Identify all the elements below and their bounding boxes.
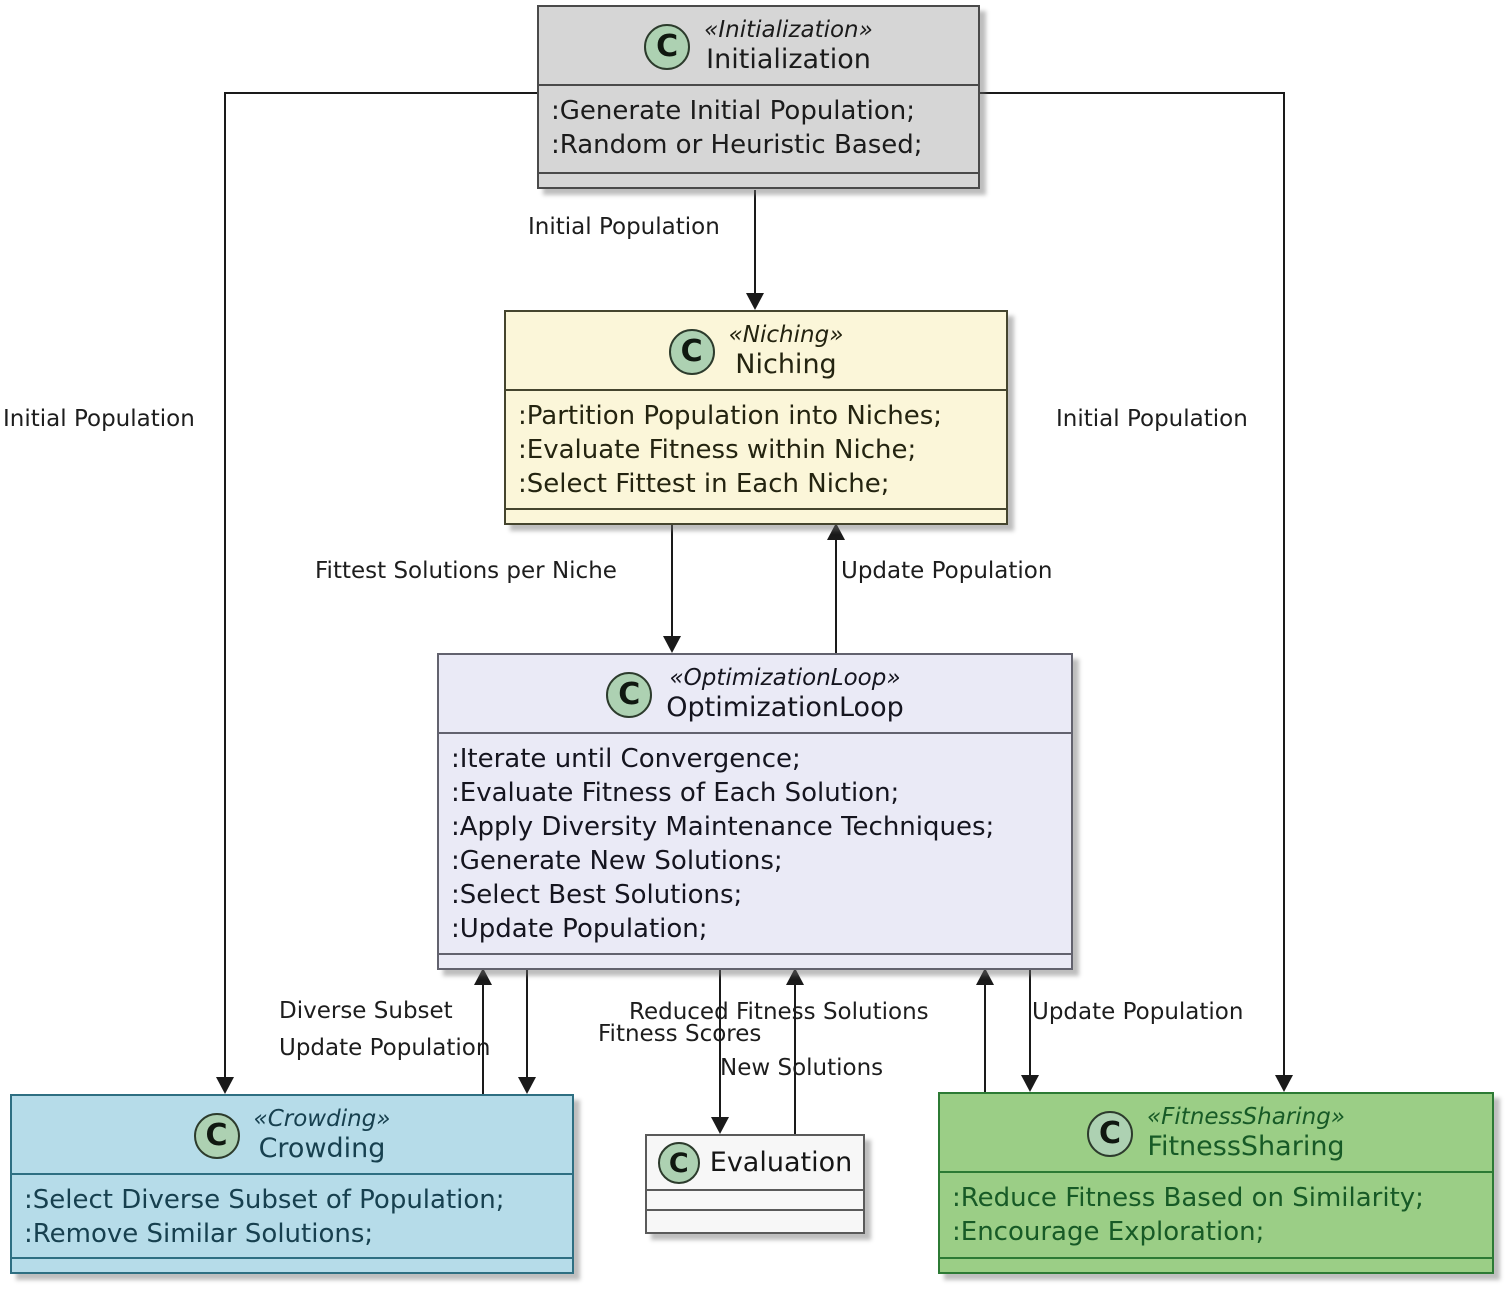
arrowhead-down-icon [663,636,681,653]
activity-line: :Generate Initial Population; [551,96,916,126]
edge-optimizationloop-to-fitnesssharing-line [1029,968,1031,1076]
compartment-divider [647,1209,863,1225]
class-niching: C «Niching» Niching :Partition Populatio… [504,310,1008,525]
stereotype-label: «Initialization» [704,17,873,43]
edge-label-diverse-subset: Diverse Subset [279,998,453,1024]
edge-optimizationloop-to-crowding-line [526,968,528,1078]
activity-line: :Update Population; [451,914,708,944]
class-name: Evaluation [709,1147,853,1178]
activity-line: :Evaluate Fitness of Each Solution; [451,778,900,808]
class-initialization: C «Initialization» Initialization :Gener… [537,5,980,189]
arrowhead-up-icon [827,523,845,540]
activity-line: :Remove Similar Solutions; [24,1219,374,1249]
class-crowding-body: :Select Diverse Subset of Population; :R… [12,1173,572,1257]
stereotype-label: «Crowding» [253,1106,391,1132]
class-icon: C [657,1142,700,1184]
class-niching-header: C «Niching» Niching [506,312,1006,389]
edge-fitnesssharing-to-optimizationloop-line [984,985,986,1092]
arrowhead-down-icon [1021,1075,1039,1092]
edge-label-update-population-fitnesssharing: Update Population [1032,999,1244,1025]
edge-optimizationloop-to-niching-line [835,540,837,653]
activity-line: :Select Best Solutions; [451,880,743,910]
activity-line: :Generate New Solutions; [451,846,783,876]
edge-evaluation-to-optimizationloop-line [794,985,796,1134]
class-niching-body: :Partition Population into Niches; :Eval… [506,389,1006,508]
class-icon: C [668,328,715,375]
class-initialization-header: C «Initialization» Initialization [539,7,978,84]
class-crowding: C «Crowding» Crowding :Select Diverse Su… [10,1094,574,1274]
activity-line: :Random or Heuristic Based; [551,130,923,160]
edge-label-reduced-fitness-solutions: Reduced Fitness Solutions [629,999,929,1025]
stereotype-label: «FitnessSharing» [1146,1104,1345,1130]
class-optimizationloop-body: :Iterate until Convergence; :Evaluate Fi… [439,732,1071,953]
edge-initialization-to-niching-line [754,190,756,295]
compartment-divider [506,508,1006,523]
edge-label-initial-population-center: Initial Population [528,214,720,240]
activity-line: :Evaluate Fitness within Niche; [518,435,917,465]
arrowhead-up-icon [474,968,492,985]
class-name: FitnessSharing [1147,1131,1345,1162]
activity-line: :Apply Diversity Maintenance Techniques; [451,812,995,842]
arrowhead-up-icon [976,968,994,985]
compartment-divider [12,1257,572,1272]
arrowhead-down-icon [216,1077,234,1094]
edge-label-initial-population-left: Initial Population [3,406,195,432]
class-evaluation: C Evaluation [645,1134,865,1234]
class-fitnesssharing-header: C «FitnessSharing» FitnessSharing [940,1094,1492,1171]
compartment-divider [940,1257,1492,1272]
activity-line: :Reduce Fitness Based on Similarity; [952,1183,1424,1213]
edge-initialization-to-fitnesssharing-vline [1283,92,1285,1077]
edge-label-update-population-crowding: Update Population [279,1035,491,1061]
compartment-divider [439,953,1071,968]
compartment-divider [647,1189,863,1209]
class-name: Niching [735,349,837,380]
class-icon: C [193,1112,240,1159]
edge-label-initial-population-right: Initial Population [1056,406,1248,432]
edge-crowding-to-optimizationloop-line [482,985,484,1094]
arrowhead-down-icon [1275,1075,1293,1092]
edge-label-fitness-scores: Fitness Scores [598,1021,762,1047]
edge-initialization-to-fitnesssharing-hline [980,92,1285,94]
edge-label-fittest-solutions: Fittest Solutions per Niche [315,558,617,584]
edge-initialization-to-crowding-hline [224,92,537,94]
compartment-divider [539,172,978,187]
activity-line: :Select Diverse Subset of Population; [24,1185,505,1215]
activity-line: :Partition Population into Niches; [518,401,943,431]
class-icon: C [1086,1110,1133,1157]
activity-line: :Encourage Exploration; [952,1217,1265,1247]
class-icon: C [606,671,653,718]
class-name: Initialization [706,44,871,75]
class-optimizationloop-header: C «OptimizationLoop» OptimizationLoop [439,655,1071,732]
class-evaluation-header: C Evaluation [647,1136,863,1189]
class-icon: C [644,23,691,70]
edge-label-new-solutions: New Solutions [720,1055,884,1081]
class-name: OptimizationLoop [666,692,904,723]
class-initialization-body: :Generate Initial Population; :Random or… [539,84,978,172]
class-fitnesssharing: C «FitnessSharing» FitnessSharing :Reduc… [938,1092,1494,1274]
class-optimizationloop: C «OptimizationLoop» OptimizationLoop :I… [437,653,1073,970]
arrowhead-down-icon [746,293,764,310]
arrowhead-down-icon [518,1077,536,1094]
activity-line: :Iterate until Convergence; [451,744,801,774]
activity-line: :Select Fittest in Each Niche; [518,469,890,499]
stereotype-label: «OptimizationLoop» [669,665,901,691]
class-name: Crowding [258,1133,386,1164]
arrowhead-up-icon [786,968,804,985]
class-crowding-header: C «Crowding» Crowding [12,1096,572,1173]
stereotype-label: «Niching» [728,322,844,348]
edge-optimizationloop-to-evaluation-line [719,968,721,1118]
edge-initialization-to-crowding-vline [224,92,226,1079]
class-fitnesssharing-body: :Reduce Fitness Based on Similarity; :En… [940,1171,1492,1257]
arrowhead-down-icon [711,1117,729,1134]
edge-label-update-population-niching: Update Population [841,558,1053,584]
edge-niching-to-optimizationloop-line [671,523,673,638]
